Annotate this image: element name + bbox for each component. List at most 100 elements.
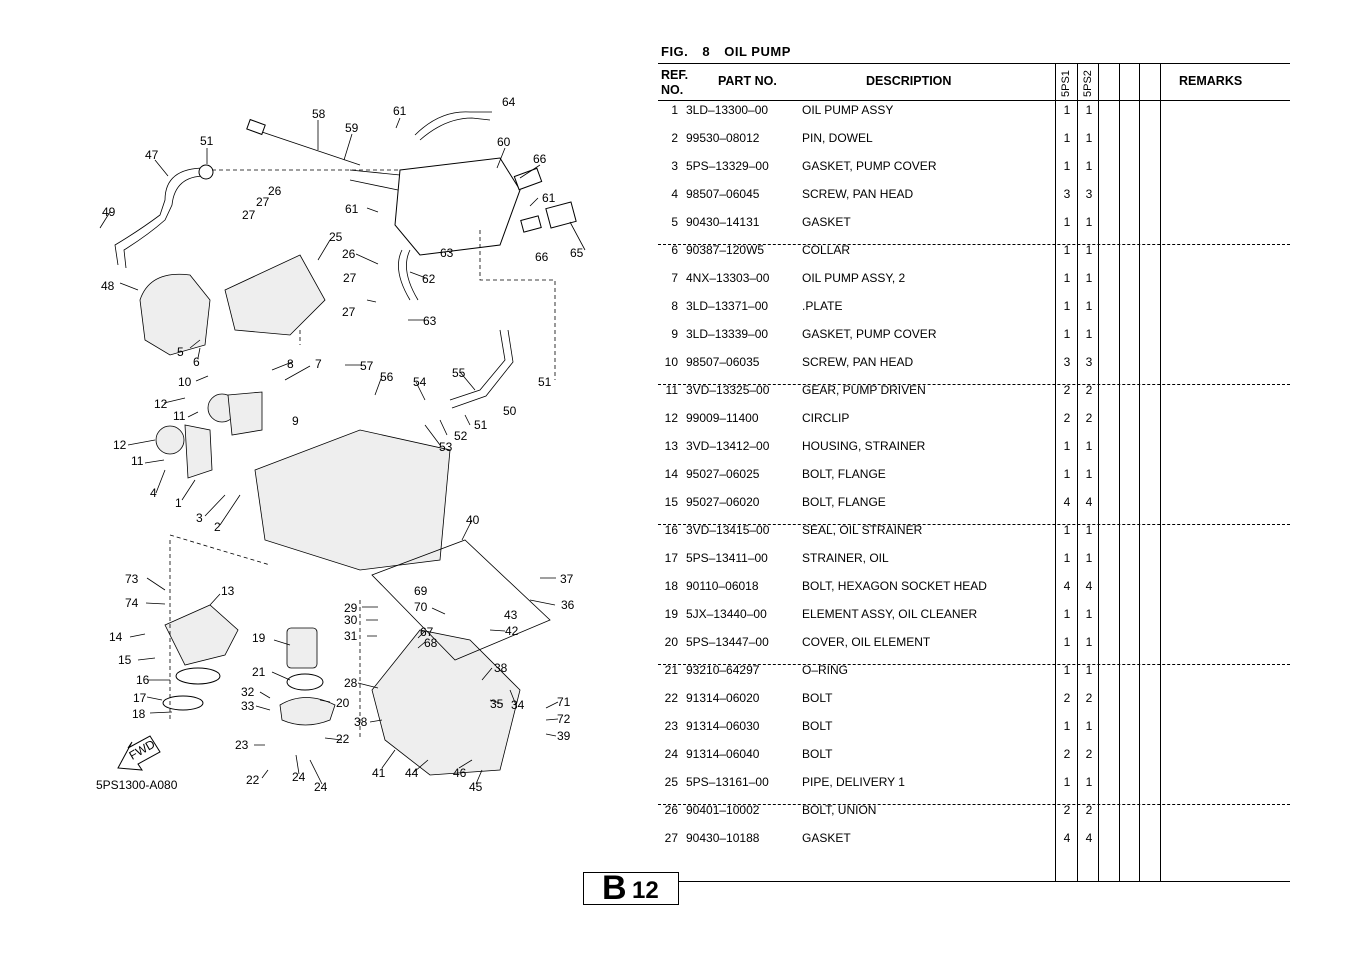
qty-5ps1-cell: 1	[1063, 635, 1071, 649]
callout-27: 27	[343, 271, 357, 285]
leader-lines	[99, 117, 586, 785]
description-cell: GASKET, PUMP COVER	[802, 327, 937, 341]
header-ref-no: REF. NO.	[661, 68, 689, 97]
callout-71: 71	[557, 695, 571, 709]
callout-51: 51	[200, 134, 214, 148]
header-model-5ps1: 5PS1	[1060, 70, 1072, 97]
ref-cell: 4	[671, 187, 678, 201]
part-number-cell: 5PS–13161–00	[686, 775, 769, 789]
parts-table: REF. NO. PART NO. DESCRIPTION 5PS1 5PS2 …	[658, 63, 1290, 882]
callout-31: 31	[344, 629, 358, 643]
ref-cell: 22	[664, 691, 678, 705]
callout-12: 12	[154, 397, 168, 411]
ref-cell: 9	[671, 327, 678, 341]
qty-5ps2-cell: 1	[1085, 131, 1093, 145]
qty-5ps1-cell: 2	[1063, 803, 1071, 817]
part-number-cell: 5JX–13440–00	[686, 607, 767, 621]
callout-28: 28	[344, 676, 358, 690]
part-number-cell: 90387–120W5	[686, 243, 765, 257]
callout-35: 35	[490, 697, 504, 711]
callout-37: 37	[560, 572, 574, 586]
part-number-cell: 3LD–13300–00	[686, 103, 769, 117]
callout-34: 34	[511, 698, 525, 712]
qty-5ps2-cell: 3	[1085, 187, 1093, 201]
callout-17: 17	[133, 691, 147, 705]
table-top-rule	[658, 63, 1290, 64]
qty-5ps2-cell: 1	[1085, 159, 1093, 173]
qty-5ps1-cell: 1	[1063, 439, 1071, 453]
callout-57: 57	[360, 359, 374, 373]
group-separator	[658, 244, 1290, 245]
callout-38: 38	[354, 715, 368, 729]
qty-5ps1-cell: 4	[1063, 831, 1071, 845]
description-cell: BOLT, FLANGE	[802, 467, 886, 481]
qty-5ps1-cell: 1	[1063, 551, 1071, 565]
callout-73: 73	[125, 572, 139, 586]
part-drawings: FWD	[114, 111, 577, 776]
description-cell: BOLT, HEXAGON SOCKET HEAD	[802, 579, 987, 593]
ref-cell: 20	[664, 635, 678, 649]
callout-32: 32	[241, 685, 255, 699]
callout-24: 24	[292, 770, 306, 784]
callout-21: 21	[252, 665, 266, 679]
description-cell: COVER, OIL ELEMENT	[802, 635, 931, 649]
description-cell: GASKET	[802, 215, 851, 229]
ref-cell: 7	[671, 271, 678, 285]
qty-5ps1-cell: 1	[1063, 243, 1071, 257]
qty-5ps1-cell: 1	[1063, 607, 1071, 621]
qty-5ps2-cell: 2	[1085, 747, 1093, 761]
qty-5ps2-cell: 2	[1085, 383, 1093, 397]
callout-22: 22	[246, 773, 260, 787]
callout-26: 26	[268, 184, 282, 198]
qty-5ps2-cell: 2	[1085, 803, 1093, 817]
qty-5ps2-cell: 2	[1085, 411, 1093, 425]
qty-5ps2-cell: 2	[1085, 691, 1093, 705]
callout-12: 12	[113, 438, 127, 452]
description-cell: GASKET, PUMP COVER	[802, 159, 937, 173]
description-cell: PIPE, DELIVERY 1	[802, 775, 905, 789]
ref-cell: 14	[664, 467, 678, 481]
description-cell: .PLATE	[802, 299, 843, 313]
fig-name: OIL PUMP	[724, 44, 791, 59]
ref-cell: 13	[664, 439, 678, 453]
callout-18: 18	[132, 707, 146, 721]
qty-5ps2-cell: 4	[1085, 579, 1093, 593]
callout-65: 65	[570, 246, 584, 260]
qty-5ps1-cell: 1	[1063, 327, 1071, 341]
description-cell: HOUSING, STRAINER	[802, 439, 926, 453]
page-letter: B	[602, 869, 627, 907]
callout-26: 26	[342, 247, 356, 261]
callout-11: 11	[173, 409, 186, 423]
part-number-cell: 3VD–13325–00	[686, 383, 770, 397]
callout-60: 60	[497, 135, 511, 149]
callout-labels: 58 61 64 59 60 51 47 66 61 26 27 49 27 6…	[101, 95, 584, 794]
part-number-cell: 3LD–13339–00	[686, 327, 769, 341]
qty-5ps2-cell: 1	[1085, 551, 1093, 565]
ref-cell: 8	[671, 299, 678, 313]
fig-label: FIG.	[661, 44, 689, 59]
qty-5ps1-cell: 1	[1063, 467, 1071, 481]
ref-cell: 27	[664, 831, 678, 845]
header-model-5ps2: 5PS2	[1082, 70, 1094, 97]
qty-5ps1-cell: 2	[1063, 411, 1071, 425]
part-number-cell: 98507–06045	[686, 187, 760, 201]
ref-cell: 5	[671, 215, 678, 229]
ref-cell: 24	[664, 747, 678, 761]
ref-cell: 19	[664, 607, 678, 621]
qty-5ps1-cell: 3	[1063, 355, 1071, 369]
callout-7: 7	[315, 357, 322, 371]
callout-19: 19	[252, 631, 266, 645]
callout-59: 59	[345, 121, 359, 135]
col-divider	[1139, 63, 1140, 882]
part-number-cell: 5PS–13411–00	[686, 551, 768, 565]
qty-5ps1-cell: 1	[1063, 215, 1071, 229]
ref-cell: 1	[671, 103, 678, 117]
exploded-parts-diagram: FWD 58 61 64 59 60 51 47 66 61 26 27 49 …	[96, 95, 586, 794]
